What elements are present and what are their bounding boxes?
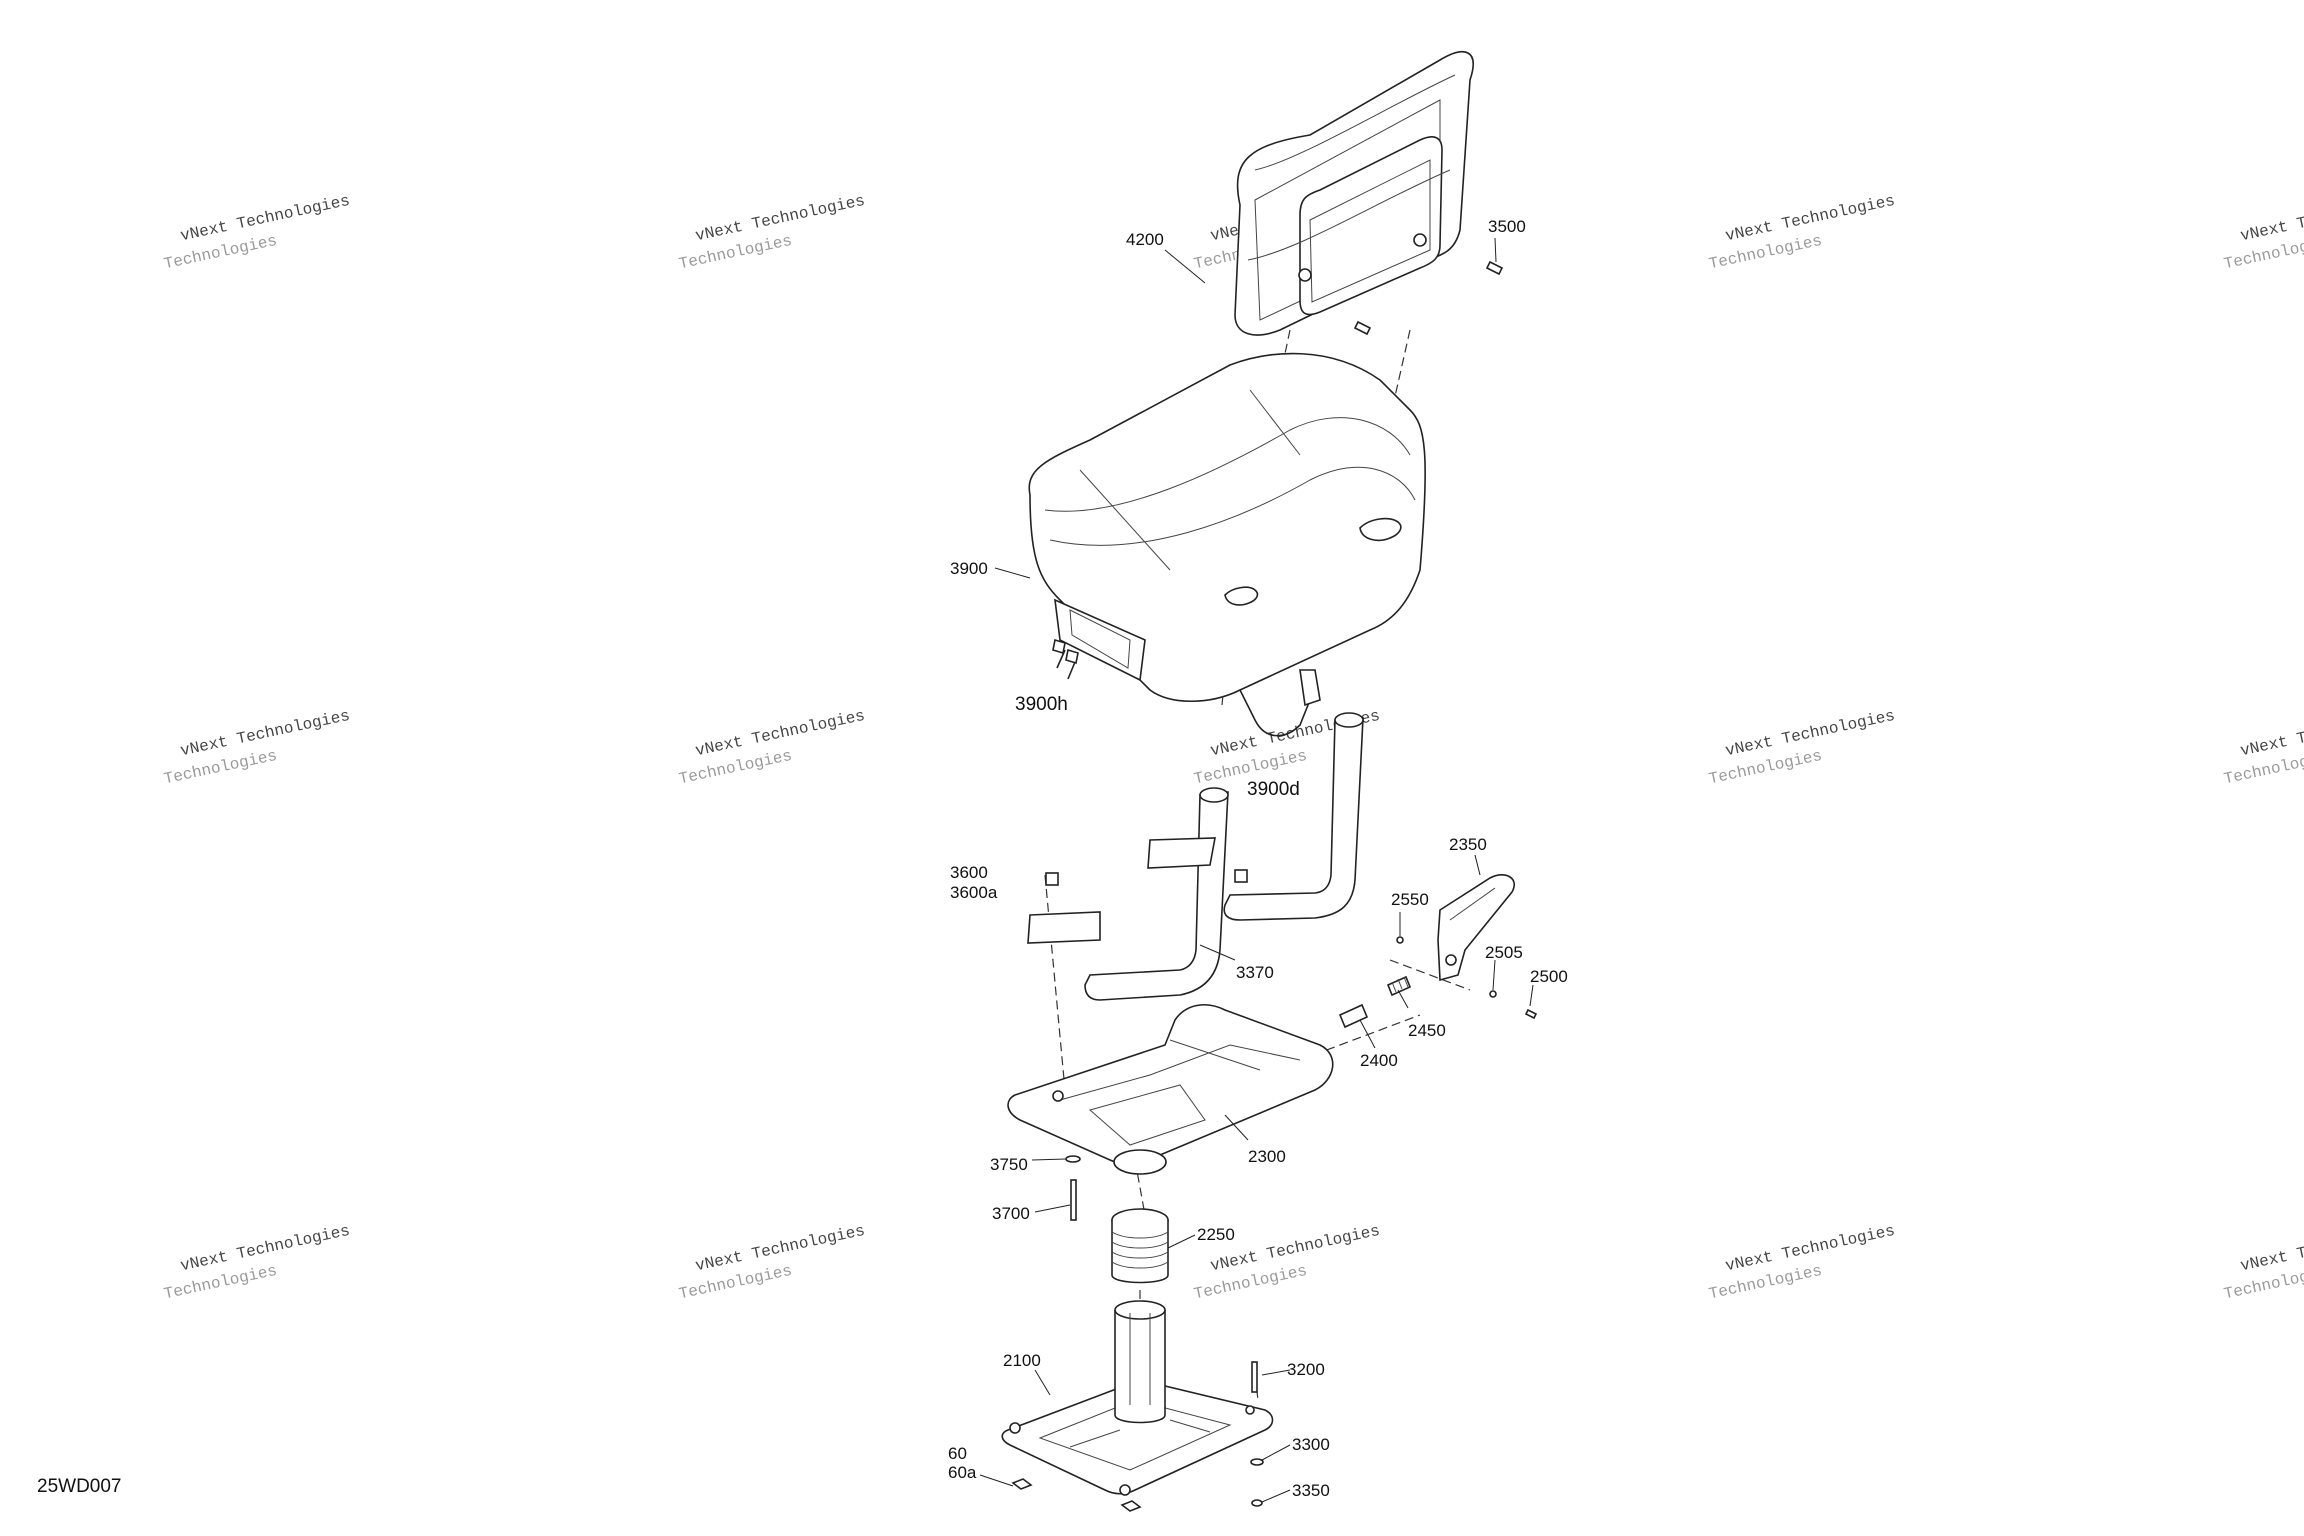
watermark: vNext Technologies Technologies [2222, 1222, 2304, 1304]
svg-text:Technologies: Technologies [162, 1262, 278, 1304]
label-3900h: 3900h [1015, 694, 1068, 715]
label-2250: 2250 [1197, 1225, 1235, 1244]
latch-2400 [1338, 1003, 1369, 1029]
washer-3300 [1250, 1458, 1264, 1466]
seat-3900 [1028, 352, 1426, 737]
spring-2450 [1386, 975, 1412, 997]
label-3350: 3350 [1292, 1481, 1330, 1500]
watermark: vNext Technologies Technologies [1707, 1222, 1896, 1304]
svg-text:Technologies: Technologies [677, 747, 793, 789]
part-labels: 4200 3500 3900 3900h 3900d 3600 3600a 33… [948, 217, 1568, 1500]
watermark: vNext Technologies Technologies [162, 707, 351, 789]
bolt-3700 [1070, 1179, 1077, 1221]
label-3600: 3600 [950, 863, 988, 882]
watermark-group: vNext Technologies Technologies vNext Te… [162, 192, 2304, 1304]
label-2450: 2450 [1408, 1021, 1446, 1040]
watermark: vNext Technologies Technologies [1707, 192, 1896, 274]
nut-3600 [1045, 872, 1059, 886]
pin-2550 [1396, 936, 1404, 944]
svg-text:vNext Technologies: vNext Technologies [2239, 1222, 2304, 1276]
screw-3900h [1052, 638, 1066, 655]
label-3750: 3750 [990, 1155, 1028, 1174]
label-2350: 2350 [1449, 835, 1487, 854]
handle-2350 [1338, 874, 1538, 1029]
svg-text:vNext Technologies: vNext Technologies [2239, 192, 2304, 246]
label-3300: 3300 [1292, 1435, 1330, 1454]
screw-3900h [1065, 648, 1079, 665]
watermark: vNext Technologies Technologies [2222, 707, 2304, 789]
foot-60 [1011, 1478, 1033, 1490]
washer-2505 [1489, 990, 1497, 998]
svg-text:Technologies: Technologies [1707, 1262, 1823, 1304]
label-2505: 2505 [1485, 943, 1523, 962]
label-3370: 3370 [1236, 963, 1274, 982]
label-3700: 3700 [992, 1204, 1030, 1223]
label-2500: 2500 [1530, 967, 1568, 986]
watermark: vNext Technologies Technologies [162, 1222, 351, 1304]
watermark: vNext Technologies Technologies [677, 192, 866, 274]
label-2550: 2550 [1391, 890, 1429, 909]
screw-2500 [1524, 1008, 1538, 1020]
label-3200: 3200 [1287, 1360, 1325, 1379]
collar-2250 [1111, 1208, 1169, 1284]
label-3500: 3500 [1488, 217, 1526, 236]
foot-60b [1120, 1500, 1142, 1512]
watermark: vNext Technologies Technologies [2222, 192, 2304, 274]
label-2100: 2100 [1003, 1351, 1041, 1370]
screw-3500b [1353, 320, 1372, 336]
bracket-2300 [1007, 1004, 1334, 1175]
label-4200: 4200 [1126, 230, 1164, 249]
watermark: vNext Technologies Technologies [677, 1222, 866, 1304]
svg-text:vNext Technologies: vNext Technologies [2239, 707, 2304, 761]
svg-text:Technologies: Technologies [1707, 747, 1823, 789]
svg-text:Technologies: Technologies [677, 1262, 793, 1304]
svg-text:Technologies: Technologies [162, 232, 278, 274]
label-3900: 3900 [950, 559, 988, 578]
label-60a: 60a [948, 1463, 977, 1482]
watermark: vNext Technologies Technologies [1707, 707, 1896, 789]
watermark: vNext Technologies Technologies [677, 707, 866, 789]
svg-text:Technologies: Technologies [677, 232, 793, 274]
nut-3600b [1234, 869, 1248, 883]
backrest-hole [1298, 268, 1312, 282]
label-3600a: 3600a [950, 883, 998, 902]
label-2300: 2300 [1248, 1147, 1286, 1166]
washer-3750 [1065, 1155, 1081, 1163]
label-2400: 2400 [1360, 1051, 1398, 1070]
figure-code: 25WD007 [37, 1476, 122, 1497]
leader-lines [979, 237, 1534, 1503]
screw-3500 [1485, 260, 1504, 276]
watermark: vNext Technologies Technologies [162, 192, 351, 274]
label-3900d: 3900d [1247, 779, 1300, 800]
label-60: 60 [948, 1444, 967, 1463]
nut-3350 [1251, 1499, 1263, 1507]
seat-slot [1224, 586, 1259, 606]
backrest-4200 [1234, 51, 1504, 336]
screw-3200 [1251, 1361, 1258, 1393]
svg-text:Technologies: Technologies [1192, 1262, 1308, 1304]
svg-text:Technologies: Technologies [162, 747, 278, 789]
backrest-hole [1413, 233, 1427, 247]
seat-slot [1359, 517, 1402, 542]
svg-text:Technologies: Technologies [1707, 232, 1823, 274]
base-2100 [1001, 1300, 1274, 1512]
frame-3370 [1027, 712, 1364, 1001]
fasteners-3700-3750 [1065, 1155, 1081, 1221]
